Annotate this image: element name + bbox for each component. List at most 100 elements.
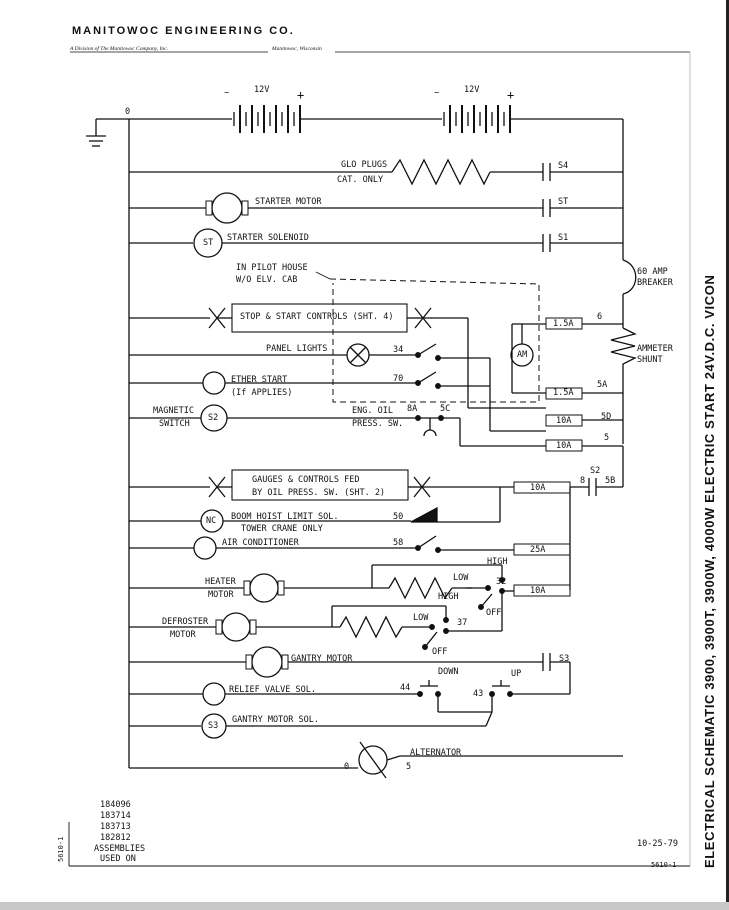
switch-s2-label: S2 bbox=[590, 466, 601, 476]
wire-8-label: 8 bbox=[580, 476, 586, 486]
assemblies-used-on-label-2: USED ON bbox=[100, 854, 136, 864]
wire-8a-label: 8A bbox=[407, 404, 418, 414]
eng-oil-label-2: PRESS. SW. bbox=[352, 419, 404, 429]
ether-start-label: ETHER START bbox=[231, 375, 288, 385]
division-label: A Division of The Manitowoc Company, Inc… bbox=[70, 46, 168, 52]
wire-34-label: 34 bbox=[393, 345, 404, 355]
ammeter-shunt-label: AMMETER bbox=[637, 344, 673, 354]
breaker-label-2: BREAKER bbox=[637, 278, 673, 288]
wire-5-label: 5 bbox=[604, 433, 610, 443]
wire-5c-label: 5C bbox=[440, 404, 451, 414]
assembly-1: 184096 bbox=[100, 800, 131, 810]
battery-left bbox=[233, 105, 301, 133]
stop-start-controls-label: STOP & START CONTROLS (SHT. 4) bbox=[240, 312, 394, 322]
fuse-10a-32: 10A bbox=[530, 586, 546, 596]
alternator-wire-0: 0 bbox=[344, 762, 350, 772]
assemblies-used-on-label: ASSEMBLIES bbox=[94, 844, 146, 854]
company-name: MANITOWOC ENGINEERING CO. bbox=[72, 25, 295, 37]
glo-plugs-note: CAT. ONLY bbox=[337, 175, 384, 185]
switch-s3-label: S3 bbox=[559, 654, 570, 664]
fuse-25a: 25A bbox=[530, 545, 546, 555]
wire-44-label: 44 bbox=[400, 683, 411, 693]
relief-valve-label: RELIEF VALVE SOL. bbox=[229, 685, 316, 695]
page-number: 5610-1 bbox=[651, 861, 677, 869]
s2-symbol: S2 bbox=[208, 413, 219, 423]
fuse-10a-5d: 10A bbox=[556, 416, 572, 426]
alternator-label: ALTERNATOR bbox=[410, 748, 462, 758]
wire-0-label: 0 bbox=[125, 107, 131, 117]
starter-solenoid-label: STARTER SOLENOID bbox=[227, 233, 309, 243]
eng-oil-label: ENG. OIL bbox=[352, 406, 393, 416]
city-label: Manitowoc, Wisconsin bbox=[272, 46, 322, 52]
fuse-1-5a-top: 1.5A bbox=[553, 319, 574, 329]
heater-motor-label: HEATER bbox=[205, 577, 236, 587]
heater-motor-label-2: MOTOR bbox=[208, 590, 234, 600]
defroster-motor-label: DEFROSTER bbox=[162, 617, 209, 627]
starter-motor-label: STARTER MOTOR bbox=[255, 197, 322, 207]
pilot-house-label: IN PILOT HOUSE bbox=[236, 263, 308, 273]
defroster-high-label: HIGH bbox=[438, 592, 459, 602]
wire-37-label: 37 bbox=[457, 618, 468, 628]
fuse-1-5a-lower: 1.5A bbox=[553, 388, 574, 398]
fuse-10a-8: 10A bbox=[530, 483, 546, 493]
switch-st-label: ST bbox=[558, 197, 569, 207]
pilot-house-note: W/O ELV. CAB bbox=[236, 275, 298, 285]
assembly-2: 183714 bbox=[100, 811, 131, 821]
defroster-motor-label-2: MOTOR bbox=[170, 630, 196, 640]
page-bottom-edge bbox=[0, 902, 729, 910]
up-label: UP bbox=[511, 669, 522, 679]
defroster-off-label: OFF bbox=[432, 647, 448, 657]
down-label: DOWN bbox=[438, 667, 459, 677]
heater-low-label: LOW bbox=[453, 573, 469, 583]
gantry-motor-sol-label: GANTRY MOTOR SOL. bbox=[232, 715, 319, 725]
wire-6-label: 6 bbox=[597, 312, 603, 322]
starter-solenoid-symbol: ST bbox=[203, 238, 214, 248]
side-drawing-number: 5610-1 bbox=[57, 836, 65, 862]
assembly-3: 183713 bbox=[100, 822, 131, 832]
ammeter-shunt-label-2: SHUNT bbox=[637, 355, 663, 365]
switch-s1-label: S1 bbox=[558, 233, 569, 243]
ether-start-note: (If APPLIES) bbox=[231, 388, 293, 398]
wire-50-label: 50 bbox=[393, 512, 404, 522]
battery-right bbox=[443, 105, 511, 133]
switch-s4-label: S4 bbox=[558, 161, 569, 171]
breaker-label: 60 AMP bbox=[637, 267, 668, 277]
boom-hoist-label: BOOM HOIST LIMIT SOL. bbox=[231, 512, 339, 522]
assembly-4: 182812 bbox=[100, 833, 131, 843]
wire-58-label: 58 bbox=[393, 538, 404, 548]
wire-5d-label: 5D bbox=[601, 412, 612, 422]
heater-off-label: OFF bbox=[486, 608, 502, 618]
battery-left-label: 12V bbox=[254, 85, 270, 95]
schematic-title: ELECTRICAL SCHEMATIC 3900, 3900T, 3900W,… bbox=[702, 274, 717, 868]
nc-symbol: NC bbox=[206, 516, 217, 526]
s3-symbol: S3 bbox=[208, 721, 219, 731]
wire-70-label: 70 bbox=[393, 374, 404, 384]
magnetic-switch-label-2: SWITCH bbox=[159, 419, 190, 429]
battery-left-plus: + bbox=[297, 88, 305, 102]
heater-high-label: HIGH bbox=[487, 557, 508, 567]
wire-32-label: 32 bbox=[496, 577, 507, 587]
magnetic-switch-label: MAGNETIC bbox=[153, 406, 194, 416]
battery-right-plus: + bbox=[507, 88, 515, 102]
panel-lights-label: PANEL LIGHTS bbox=[266, 344, 328, 354]
fuse-10a-5: 10A bbox=[556, 441, 572, 451]
page-right-edge bbox=[726, 0, 729, 910]
wire-5b-label: 5B bbox=[605, 476, 616, 486]
gantry-motor-label: GANTRY MOTOR bbox=[291, 654, 353, 664]
wire-43-label: 43 bbox=[473, 689, 484, 699]
battery-right-label: 12V bbox=[464, 85, 480, 95]
air-conditioner-label: AIR CONDITIONER bbox=[222, 538, 299, 548]
gauges-controls-label: GAUGES & CONTROLS FED bbox=[252, 475, 360, 485]
battery-left-minus: − bbox=[224, 88, 230, 98]
alternator-wire-5: 5 bbox=[406, 762, 412, 772]
drawing-date: 10-25-79 bbox=[637, 839, 678, 849]
wire-5a-label: 5A bbox=[597, 380, 608, 390]
battery-right-minus: − bbox=[434, 88, 440, 98]
gauges-controls-label-2: BY OIL PRESS. SW. (SHT. 2) bbox=[252, 488, 386, 498]
boom-hoist-note: TOWER CRANE ONLY bbox=[241, 524, 323, 534]
ammeter-symbol: AM bbox=[517, 350, 528, 360]
glo-plugs-label: GLO PLUGS bbox=[341, 160, 388, 170]
defroster-low-label: LOW bbox=[413, 613, 429, 623]
